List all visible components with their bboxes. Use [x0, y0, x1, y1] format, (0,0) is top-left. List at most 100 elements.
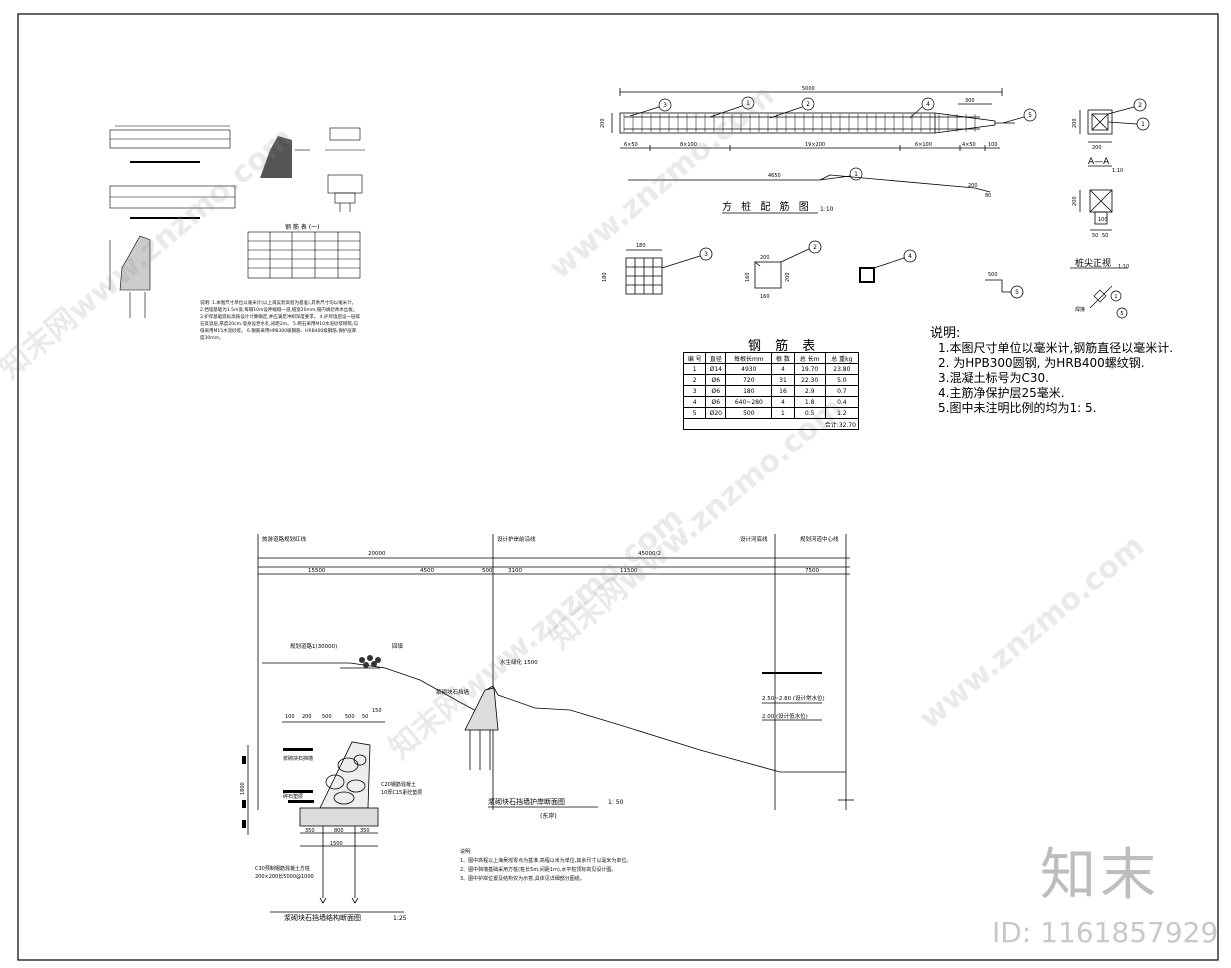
note-1: 1.本图尺寸单位以毫米计,钢筋直径以毫米计.	[938, 341, 1174, 355]
note-2: 2. 为HPB300圆钢, 为HRB400螺纹钢.	[938, 356, 1145, 370]
svg-text:20000: 20000	[368, 551, 386, 557]
svg-text:200: 200	[785, 272, 791, 282]
design-notes: 说明: 1.本图尺寸单位以毫米计,钢筋直径以毫米计. 2. 为HPB300圆钢,…	[930, 326, 1173, 416]
rebar-cell: 500	[725, 407, 773, 419]
svg-text:(东岸): (东岸)	[540, 812, 557, 820]
rebar-cell: 2.9	[793, 385, 826, 397]
note-5: 5.图中未注明比例的均为1: 5.	[938, 401, 1097, 415]
th-total-len: 总 长m	[793, 352, 826, 364]
svg-text:200: 200	[1092, 145, 1102, 151]
svg-text:45000/2: 45000/2	[638, 551, 661, 557]
rebar-cell: 720	[725, 374, 773, 386]
rebar-cell: 23.80	[824, 363, 860, 375]
svg-text:11500: 11500	[620, 568, 638, 574]
notes-title: 说明:	[930, 326, 961, 341]
svg-text:浆砌块石挡墙: 浆砌块石挡墙	[283, 755, 313, 762]
svg-text:规划道路1(30000): 规划道路1(30000)	[290, 642, 337, 650]
svg-text:4: 4	[908, 253, 912, 260]
svg-text:1: 1	[1114, 294, 1117, 300]
svg-text:4: 4	[926, 101, 930, 108]
mark-1-circle	[741, 96, 755, 110]
sheet-border	[17, 13, 1219, 961]
svg-text:浆砌块石挡墙: 浆砌块石挡墙	[436, 688, 470, 696]
detail-title: 浆砌块石挡墙结构断面图	[284, 913, 361, 922]
svg-text:4500: 4500	[420, 568, 434, 574]
svg-text:50: 50	[362, 714, 368, 720]
svg-text:1: 1	[746, 100, 750, 107]
svg-text:碎石垫层: 碎石垫层	[283, 793, 303, 800]
svg-text:5: 5	[1120, 311, 1123, 317]
rebar-cell: 180	[725, 385, 773, 397]
svg-text:设计护岸前沿线: 设计护岸前沿线	[497, 535, 536, 543]
svg-text:C20钢筋混凝土: C20钢筋混凝土	[381, 781, 416, 788]
th-no: 编 号	[682, 352, 707, 364]
bar-callouts	[629, 96, 1037, 181]
rebar-cell: Ø6	[705, 374, 727, 386]
svg-text:规划河道中心线: 规划河道中心线	[800, 535, 839, 543]
dim-barlen: 4650	[768, 173, 781, 179]
rebar-cell: Ø6	[705, 385, 727, 397]
svg-text:2.00 (设计低水位): 2.00 (设计低水位)	[762, 712, 808, 720]
svg-text:200: 200	[760, 255, 770, 261]
svg-text:1:10: 1:10	[1118, 264, 1129, 270]
pile-stirrups	[623, 114, 976, 132]
small-table-title: 钢 筋 表 (一)	[285, 223, 319, 231]
mark-5-circle	[1023, 108, 1037, 122]
svg-text:160: 160	[745, 272, 751, 282]
bar-mark-text: 3 1 2 4 5 1	[663, 100, 1032, 178]
rock-fill	[359, 655, 381, 668]
rebar-total: 合计:32.70	[683, 418, 859, 430]
rebar-cell: Ø6	[705, 396, 727, 408]
th-count: 根 数	[771, 352, 795, 364]
rebar-cell: 16	[771, 385, 795, 397]
dim-barend2: 80	[985, 193, 991, 199]
rebar-cell: Ø20	[705, 407, 727, 419]
tip-title: 桩尖正视	[1075, 257, 1111, 269]
pile-title-group: 方 桩 配 筋 图 1:10	[722, 200, 834, 214]
dim-barend: 200	[968, 183, 978, 189]
pile-tip-text: 100 50 50 200 桩尖正视 1:10	[1072, 196, 1129, 270]
brand-logo: 知末	[1040, 843, 1160, 908]
rebar-cell: 1	[771, 407, 795, 419]
rebar-cell: 31	[771, 374, 795, 386]
rebar-cell: 1	[682, 363, 707, 375]
svg-text:200×200长5000@1000: 200×200长5000@1000	[255, 873, 314, 880]
pile-title: 方 桩 配 筋 图	[722, 200, 812, 213]
river-section	[257, 534, 854, 810]
th-dia: 直径	[705, 352, 727, 364]
wall-detail-text: 100 200 500 500 50 150 浆砌块石挡墙 碎石垫层 C20钢筋…	[240, 708, 422, 922]
svg-text:1: 50: 1: 50	[608, 799, 624, 806]
rebar-cell: Ø14	[705, 363, 727, 375]
rebar-cell: 0.5	[793, 407, 826, 419]
pile-title-scale: 1:10	[820, 206, 834, 213]
svg-text:1800: 1800	[240, 782, 246, 795]
svg-text:旅游道路规划红线: 旅游道路规划红线	[262, 535, 307, 543]
section-aa	[1079, 98, 1150, 167]
weld-label: 焊接	[1075, 306, 1085, 313]
rebar-cell: 3	[682, 385, 707, 397]
svg-text:10厚C15素砼垫层: 10厚C15素砼垫层	[381, 789, 422, 796]
svg-text:2.50~2.80 (设计常水位): 2.50~2.80 (设计常水位)	[762, 694, 825, 702]
svg-text:2: 2	[1138, 102, 1142, 109]
svg-text:1: 1	[1141, 121, 1145, 128]
svg-text:800: 800	[334, 828, 344, 834]
svg-text:200: 200	[1072, 196, 1078, 206]
svg-text:3: 3	[663, 102, 667, 109]
dim-seg6: 100	[988, 142, 998, 148]
svg-text:2: 2	[813, 244, 817, 251]
section-note-3: 3、图中护岸位置及结构仅为示意,具体见详细部分图纸。	[460, 876, 585, 882]
rebar-cell: 0.7	[824, 385, 860, 397]
dim-seg3: 19×200	[805, 142, 825, 148]
section-notes: 说明: 1、图中高程以上海吴淞零点为基准,高程以米为单位,其余尺寸以毫米为单位。…	[460, 848, 631, 884]
weld-detail	[1089, 285, 1128, 319]
svg-text:2: 2	[806, 101, 810, 108]
svg-text:15500: 15500	[308, 568, 326, 574]
dim-seg4: 6×100	[915, 142, 932, 148]
section-notes-title: 说明:	[460, 849, 472, 855]
section-labels: 旅游道路规划红线 设计护岸前沿线 设计河底线 规划河道中心线 20000 450…	[262, 535, 839, 820]
svg-text:200: 200	[1072, 118, 1078, 128]
mark-1b-circle	[849, 167, 863, 181]
